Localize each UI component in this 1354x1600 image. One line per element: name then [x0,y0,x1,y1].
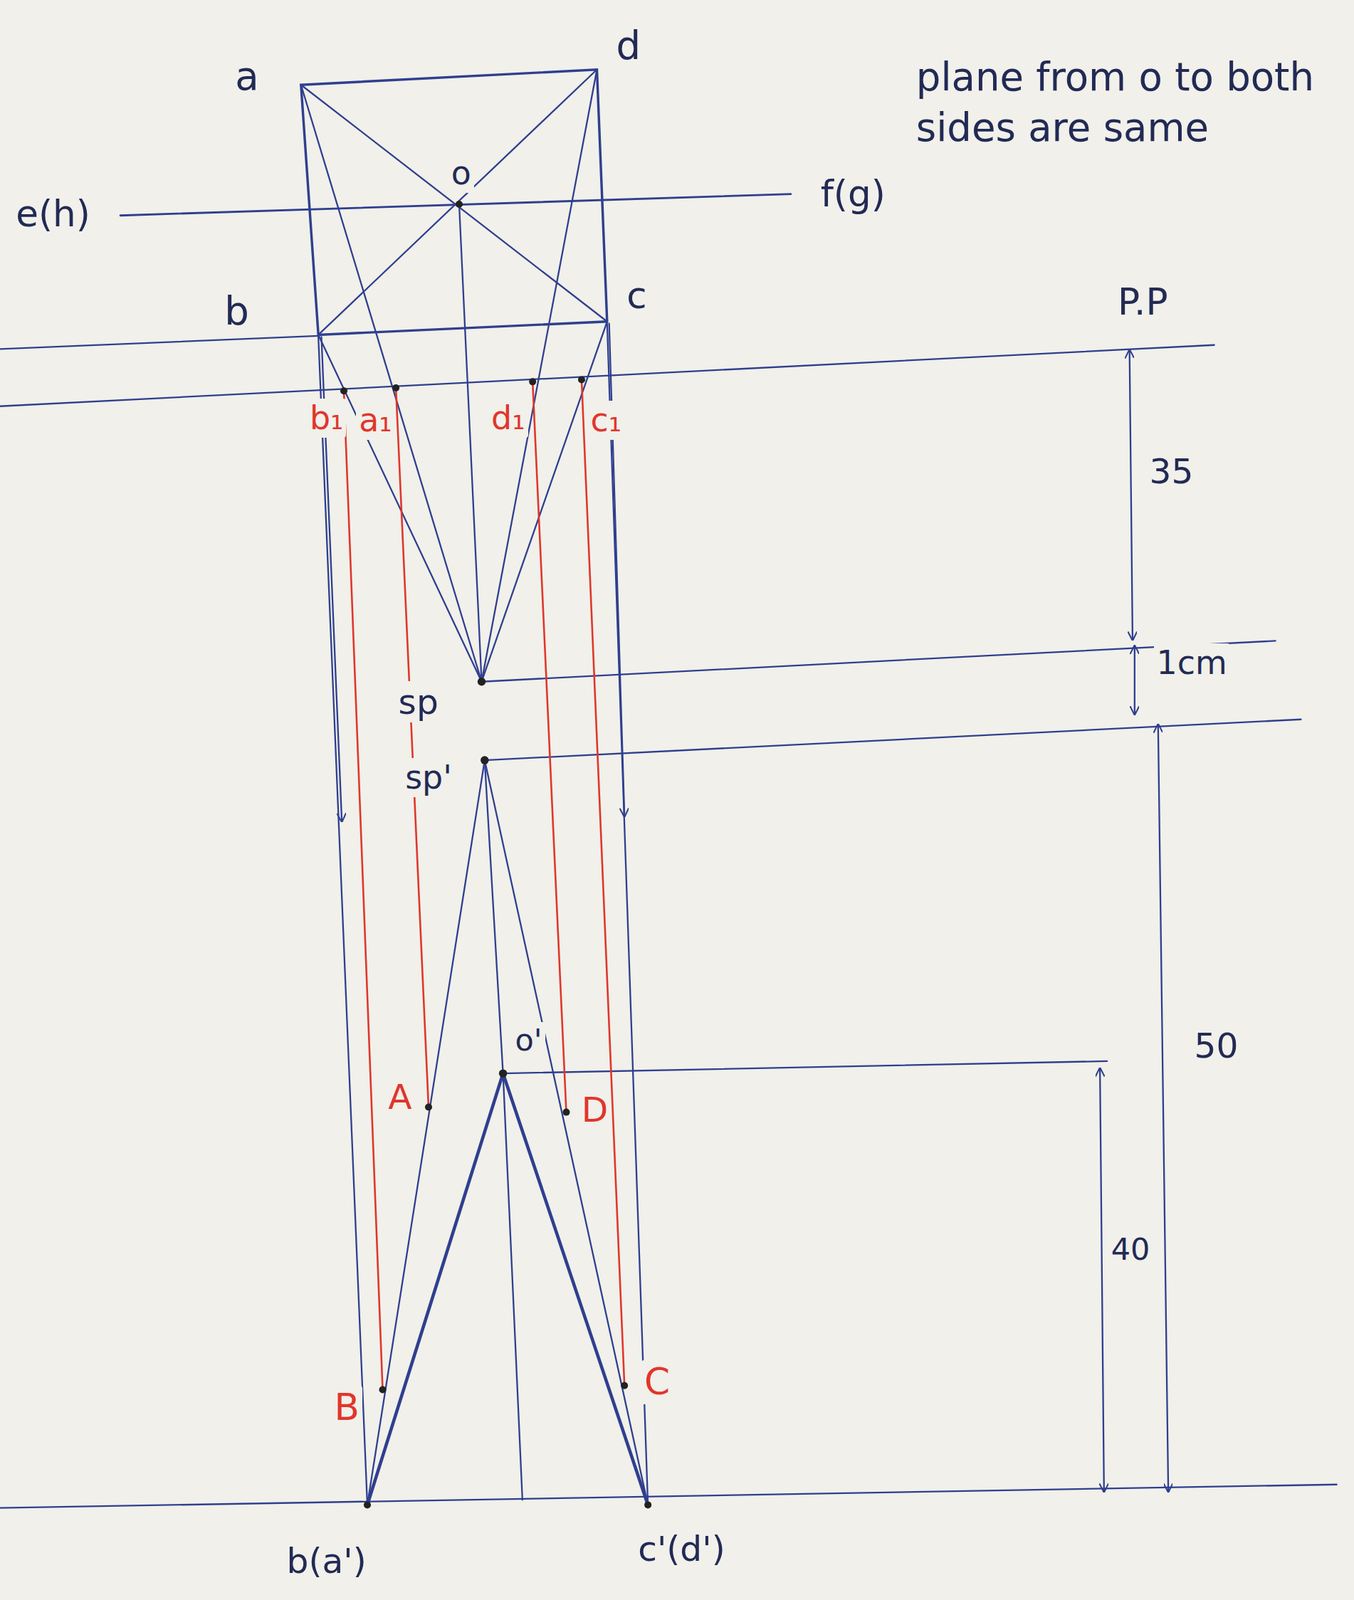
point-label: b₁ [306,398,347,438]
point-label: c₁ [588,400,626,440]
point-label: e(h) [12,192,94,236]
point-label: C [641,1360,673,1404]
point-label: f(g) [817,172,889,216]
dimension: 50 [1191,1025,1242,1067]
point-label: d [613,22,645,70]
note-text: plane from o to both sides are same [913,51,1352,154]
point-label: a [232,53,262,100]
point-label: b [221,288,253,335]
point-label: sp [395,681,442,723]
point-label: o [448,153,475,193]
point-label: d₁ [488,398,529,438]
point-label: D [578,1089,612,1131]
dimension: 35 [1146,450,1196,492]
point-label: o' [511,1022,545,1059]
point-label: c'(d') [634,1528,728,1570]
dimension: 40 [1108,1231,1154,1268]
point-label: sp' [402,758,455,798]
point-label: c [623,274,650,318]
point-label: A [385,1076,415,1118]
point-label: a₁ [355,400,396,440]
plane-label: P.P [1114,280,1172,324]
dimension: 1cm [1153,643,1231,683]
point-label: B [331,1386,363,1430]
point-label: b(a') [284,1540,370,1582]
